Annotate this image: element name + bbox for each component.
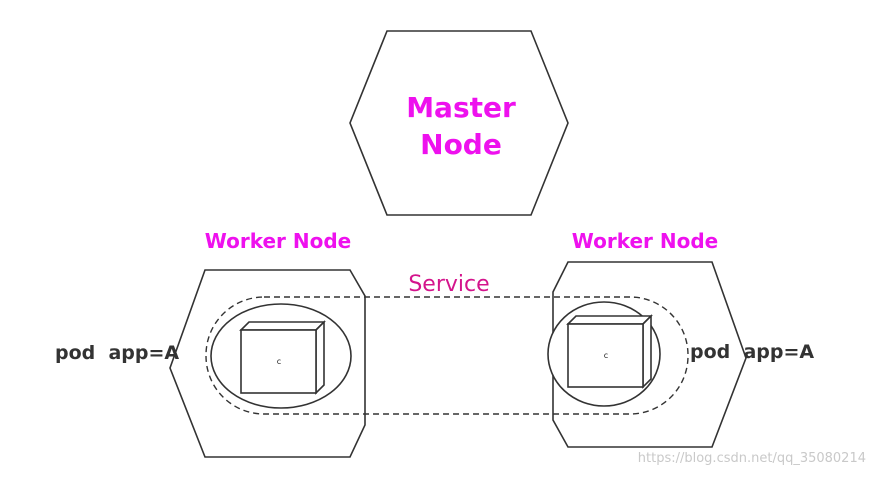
worker-node-left-label: Worker Node [205, 229, 351, 253]
pod-left: c pod app=A [55, 303, 352, 409]
container-right-top [566, 315, 653, 325]
worker-node-right-label: Worker Node [572, 229, 718, 253]
watermark-text: https://blog.csdn.net/qq_35080214 [638, 451, 866, 466]
master-node-label-line2: Node [420, 128, 502, 161]
container-right-side [642, 314, 652, 389]
master-node: Master Node [349, 30, 569, 216]
service-boundary [205, 296, 689, 415]
container-right-label: c [604, 351, 608, 360]
container-right-front [567, 323, 644, 388]
container-left-label: c [277, 357, 281, 366]
pod-right-label: pod app=A [690, 341, 814, 363]
container-left: c [239, 320, 326, 395]
pod-right: c pod app=A [547, 301, 814, 407]
container-left-side [315, 320, 325, 395]
service-label: Service [408, 272, 489, 297]
master-node-label-line1: Master [406, 91, 516, 124]
container-right: c [566, 314, 653, 389]
pod-left-label: pod app=A [55, 342, 179, 364]
service: Service [205, 272, 689, 415]
master-node-hexagon [349, 30, 569, 216]
container-left-top [239, 321, 326, 331]
container-left-front [240, 329, 317, 394]
